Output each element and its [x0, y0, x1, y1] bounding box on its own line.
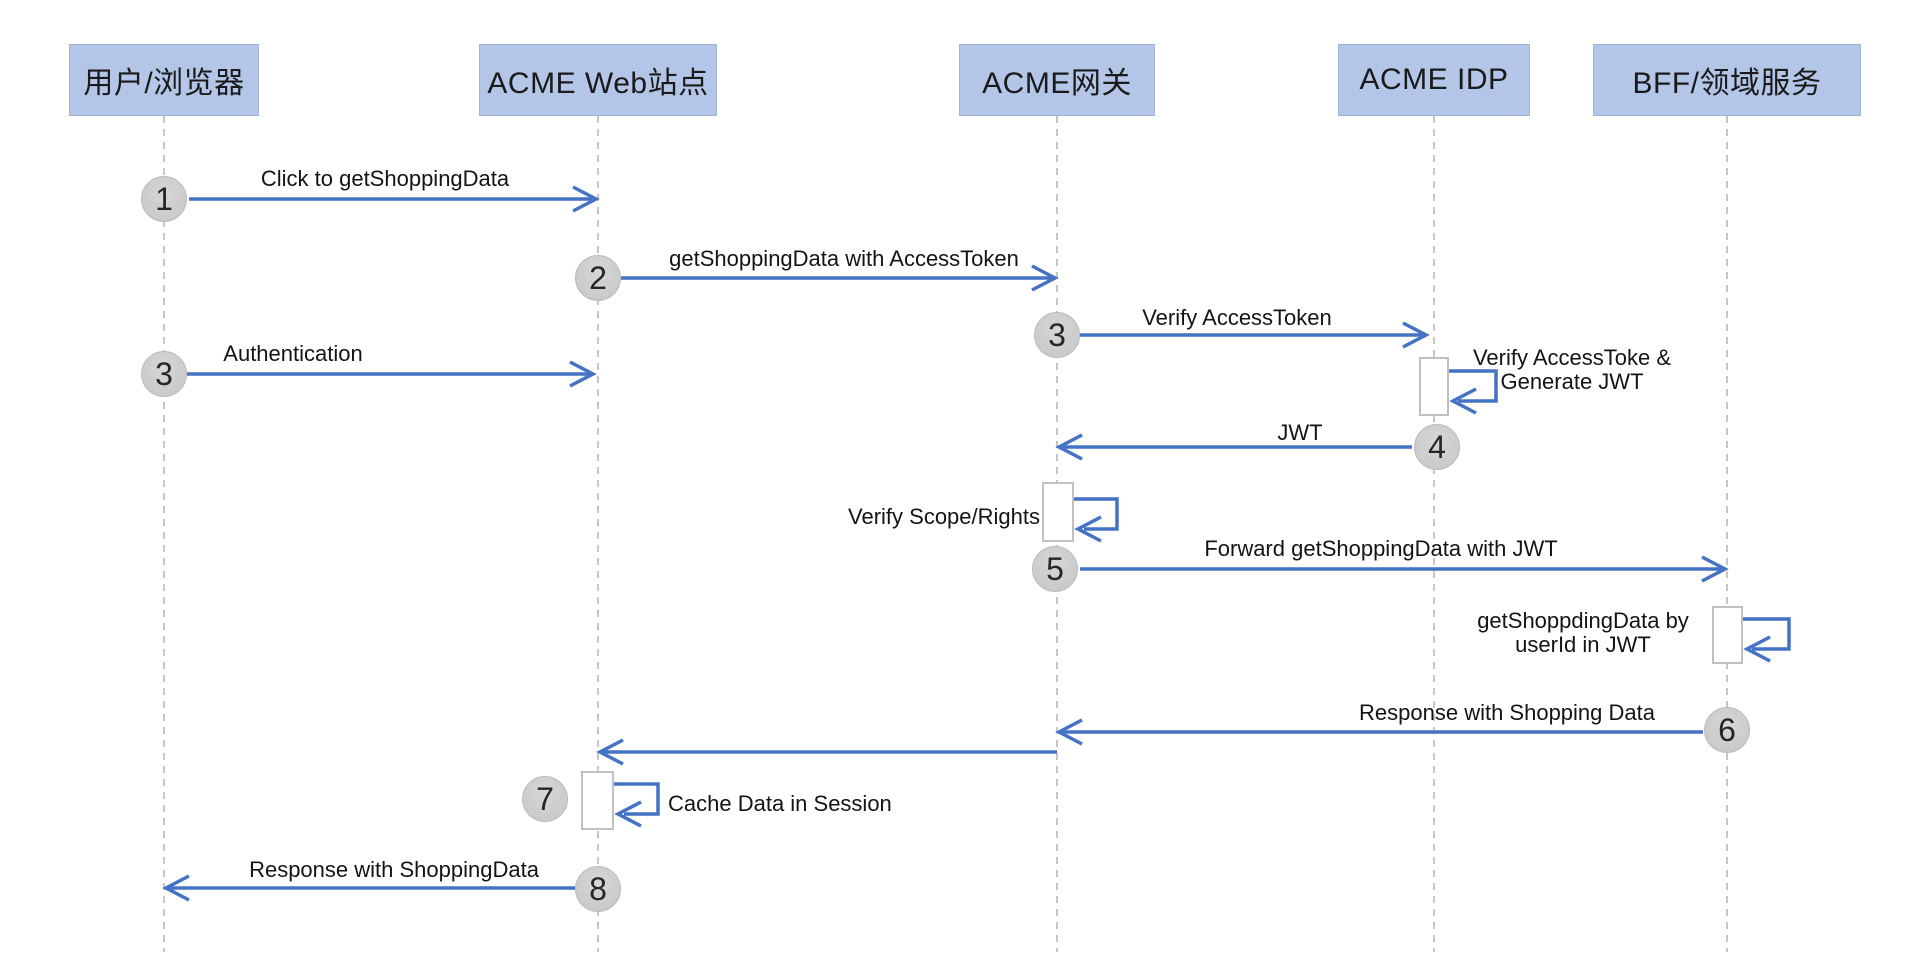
selfloop-bff: [1743, 617, 1791, 651]
label-get-by-userid-line2: userId in JWT: [1515, 632, 1651, 657]
label-verify-generate-jwt-line2: Generate JWT: [1500, 369, 1644, 394]
step-circle-8: 8: [575, 866, 621, 912]
actor-bff-domain: BFF/领域服务: [1593, 44, 1861, 116]
arrowhead-response-final: [162, 874, 190, 902]
step-circle-1-number: 1: [155, 180, 173, 217]
actor-user-browser: 用户/浏览器: [69, 44, 259, 116]
selfloop-bff-arrowhead: [1743, 635, 1771, 663]
label-get-shopping-token: getShoppingData with AccessToken: [669, 246, 1019, 271]
actor-acme-web-label: ACME Web站点: [487, 67, 709, 100]
actor-acme-idp-label: ACME IDP: [1359, 63, 1509, 96]
label-response-shopping: Response with Shopping Data: [1359, 700, 1655, 725]
activation-web: [581, 771, 614, 830]
step-circle-7-number: 7: [536, 780, 554, 817]
label-authentication: Authentication: [223, 341, 363, 366]
step-circle-2-number: 2: [589, 259, 607, 296]
selfloop-idp-arrowhead: [1449, 387, 1477, 415]
step-circle-1: 1: [141, 176, 187, 222]
selfloop-gateway: [1074, 497, 1119, 531]
label-click-get-shopping: Click to getShoppingData: [260, 166, 510, 191]
label-get-by-userid-line1: getShoppdingData by: [1477, 608, 1689, 633]
selfloop-web-arrowhead: [614, 800, 642, 828]
actor-acme-web: ACME Web站点: [479, 44, 717, 116]
step-circle-4-number: 4: [1428, 428, 1446, 465]
actor-acme-idp: ACME IDP: [1338, 44, 1530, 116]
step-circle-8-number: 8: [589, 870, 607, 907]
label-verify-scope: Verify Scope/Rights: [848, 504, 1040, 529]
label-verify-generate-jwt-line1: Verify AccessToke &: [1472, 345, 1672, 370]
activation-gateway: [1042, 482, 1074, 542]
actor-acme-gateway: ACME网关: [959, 44, 1155, 116]
arrowhead-click-get-shopping: [572, 185, 600, 213]
activation-idp: [1419, 357, 1449, 416]
step-circle-3-gateway-number: 3: [1048, 316, 1066, 353]
selfloop-gateway-arrowhead: [1074, 515, 1102, 543]
step-circle-6-number: 6: [1718, 711, 1736, 748]
step-circle-3-user-number: 3: [155, 355, 173, 392]
step-circle-5: 5: [1032, 546, 1078, 592]
label-response-final: Response with ShoppingData: [249, 857, 539, 882]
step-circle-3-gateway: 3: [1034, 312, 1080, 358]
arrowhead-jwt: [1055, 433, 1083, 461]
step-circle-7: 7: [522, 776, 568, 822]
arrowhead-response-relay: [596, 738, 624, 766]
arrowhead-response-shopping: [1055, 718, 1083, 746]
step-circle-6: 6: [1704, 707, 1750, 753]
actor-acme-gateway-label: ACME网关: [982, 67, 1132, 100]
actor-bff-domain-label: BFF/领域服务: [1632, 67, 1822, 100]
step-circle-2: 2: [575, 255, 621, 301]
label-forward-get-shopping: Forward getShoppingData with JWT: [1204, 536, 1558, 561]
step-circle-5-number: 5: [1046, 550, 1064, 587]
label-get-by-userid: getShoppdingData by userId in JWT: [1477, 609, 1689, 657]
label-cache-session: Cache Data in Session: [668, 791, 892, 816]
actor-user-browser-label: 用户/浏览器: [83, 67, 245, 100]
selfloop-idp: [1449, 369, 1498, 403]
label-verify-access-token: Verify AccessToken: [1142, 305, 1332, 330]
arrowhead-verify-access-token: [1402, 321, 1430, 349]
arrowhead-get-shopping-token: [1031, 264, 1059, 292]
label-verify-generate-jwt: Verify AccessToke & Generate JWT: [1473, 346, 1671, 394]
step-circle-3-user: 3: [141, 351, 187, 397]
arrowhead-forward-get-shopping: [1701, 555, 1729, 583]
step-circle-4: 4: [1414, 424, 1460, 470]
selfloop-web: [614, 782, 660, 816]
activation-bff: [1712, 606, 1743, 664]
arrowhead-authentication: [569, 360, 597, 388]
label-jwt: JWT: [1277, 420, 1323, 445]
